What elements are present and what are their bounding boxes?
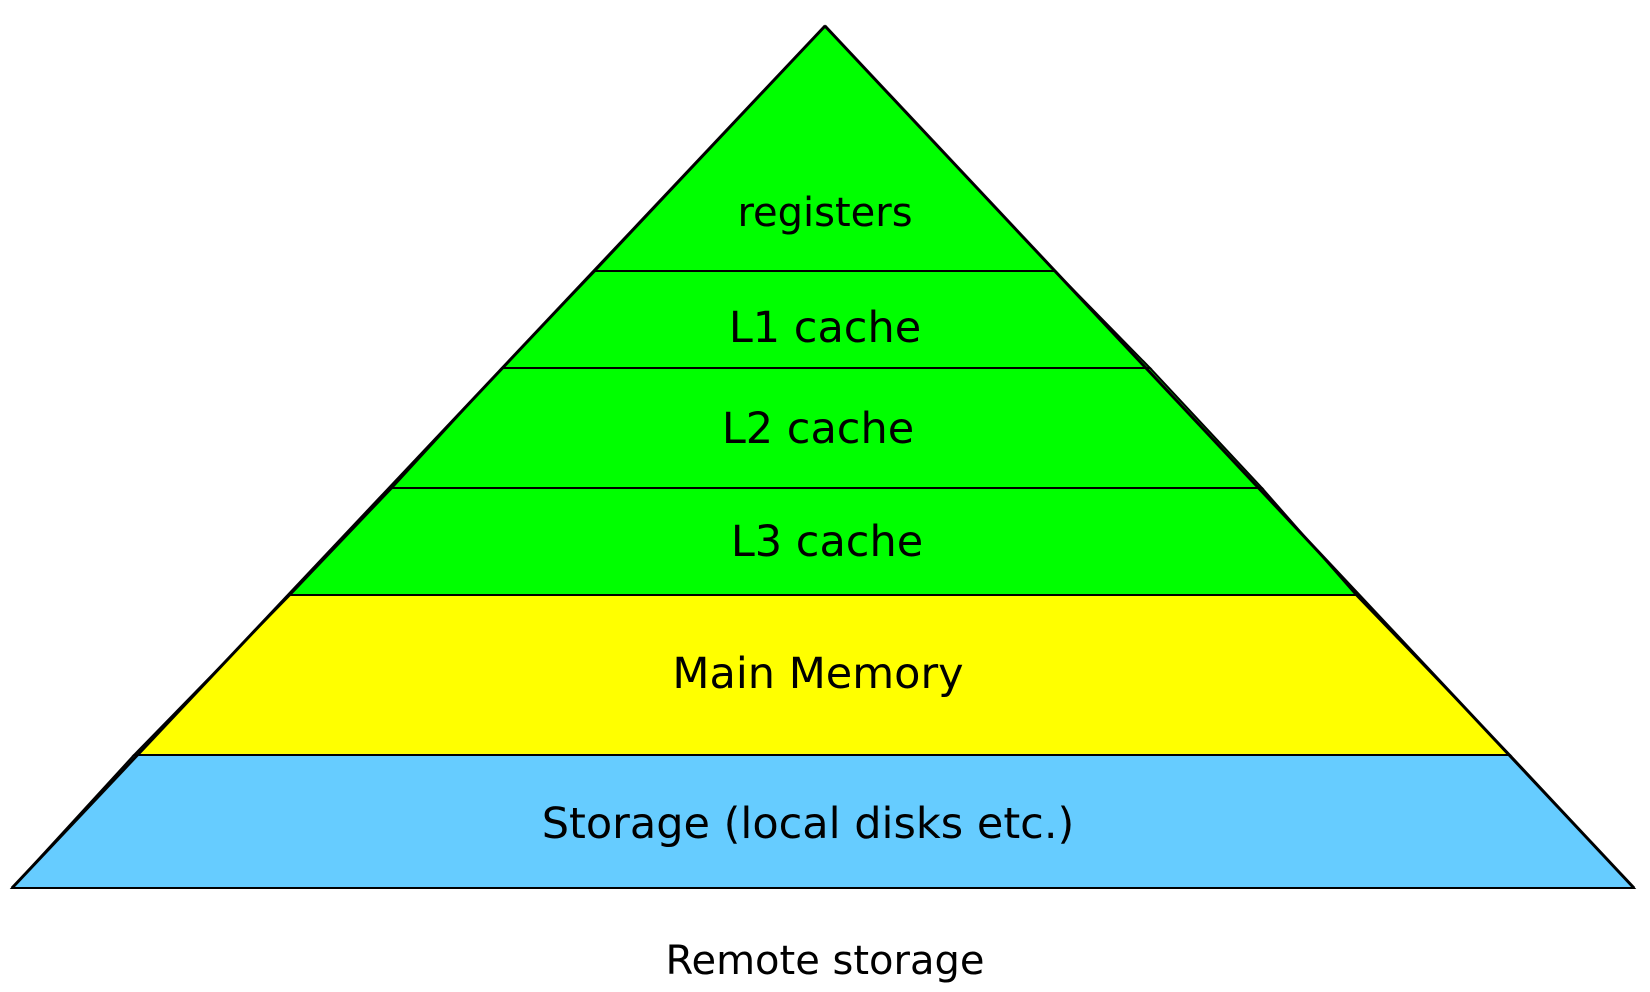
layer-l2-cache-label: L2 cache (722, 404, 914, 454)
layer-registers-label: registers (737, 190, 912, 236)
pyramid-left-edge (10, 24, 827, 890)
layer-l3-cache-label: L3 cache (731, 517, 923, 567)
layer-l1-cache-label: L1 cache (729, 303, 921, 353)
remote-storage-caption: Remote storage (665, 938, 985, 984)
layer-main-memory-label: Main Memory (672, 649, 963, 699)
layer-storage-label: Storage (local disks etc.) (542, 799, 1075, 849)
pyramid-right-edge (823, 24, 1636, 890)
